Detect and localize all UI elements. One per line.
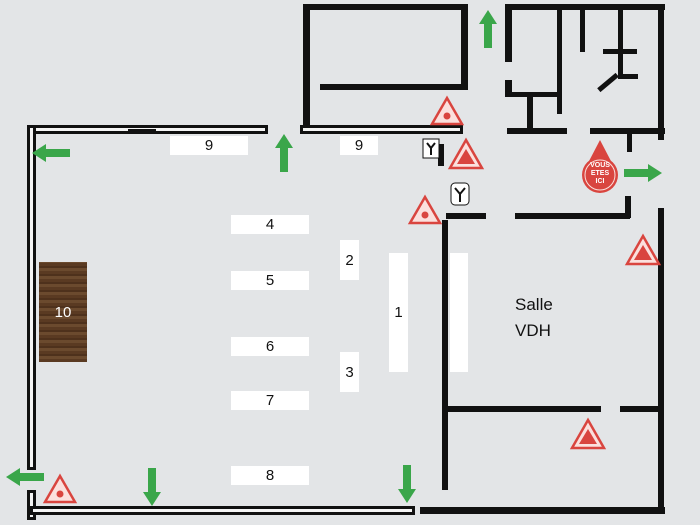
room-label-line1: Salle (515, 295, 553, 314)
table-6: 6 (231, 337, 309, 356)
table-4: 4 (231, 215, 309, 234)
room-label-line2: VDH (515, 321, 551, 340)
table-7: 7 (231, 391, 309, 410)
exit-arrow-down-icon (398, 465, 416, 503)
exit-arrow-right-icon (624, 164, 662, 182)
wall (618, 74, 638, 79)
partition-wall (442, 220, 448, 490)
wall (27, 490, 36, 520)
wall (438, 144, 444, 166)
exit-arrow-down-icon (143, 468, 161, 506)
you-are-here-line1: VOUS (590, 162, 610, 169)
exit-arrow-up-icon (275, 134, 293, 172)
valve-icon (450, 182, 470, 206)
wall (557, 4, 562, 114)
wall (446, 213, 486, 219)
table-1: 1 (389, 253, 408, 372)
wall (128, 129, 156, 134)
wall (446, 406, 601, 412)
table-5: 5 (231, 271, 309, 290)
wall (505, 80, 512, 96)
table-10: 10 (39, 262, 87, 362)
table-3: 3 (340, 352, 359, 392)
wall (658, 208, 664, 508)
wall (420, 507, 665, 514)
valve-icon (422, 138, 440, 159)
table-8: 8 (231, 466, 309, 485)
fire-alarm-icon (430, 96, 464, 126)
wall (603, 49, 637, 54)
fire-alarm-icon (43, 474, 77, 504)
fire-extinguisher-icon (625, 234, 661, 266)
wall (625, 196, 631, 218)
wall (627, 132, 632, 152)
exit-arrow-left-icon (6, 468, 44, 486)
you-are-here-line2: ETES (590, 170, 610, 177)
you-are-here-line3: ICI (595, 178, 605, 185)
exit-arrow-up-icon (479, 10, 497, 48)
wall (303, 4, 468, 10)
fire-extinguisher-icon (448, 138, 484, 170)
wall (580, 4, 585, 52)
wall (505, 4, 512, 62)
wall (590, 128, 665, 134)
exit-arrow-left-icon (32, 144, 70, 162)
table-vdh (450, 253, 468, 372)
wall (303, 4, 310, 130)
wall (505, 4, 665, 10)
wall (30, 506, 415, 515)
wall (507, 128, 567, 134)
wall (618, 4, 623, 79)
wall (320, 84, 468, 90)
table-2: 2 (340, 240, 359, 280)
room-label: Salle VDH (515, 292, 553, 344)
wall (527, 96, 533, 130)
you-are-here-label: VOUS ETES ICI (584, 162, 616, 186)
wall (505, 92, 560, 97)
wall (658, 4, 664, 140)
wall (515, 213, 630, 219)
wall (300, 125, 463, 134)
you-are-here-marker (582, 140, 618, 193)
wall (620, 406, 664, 412)
wall (461, 4, 468, 90)
fire-alarm-icon (408, 195, 442, 225)
table-9: 9 (170, 136, 248, 155)
wall (27, 125, 36, 470)
fire-extinguisher-icon (570, 418, 606, 450)
table-9: 9 (340, 136, 378, 155)
